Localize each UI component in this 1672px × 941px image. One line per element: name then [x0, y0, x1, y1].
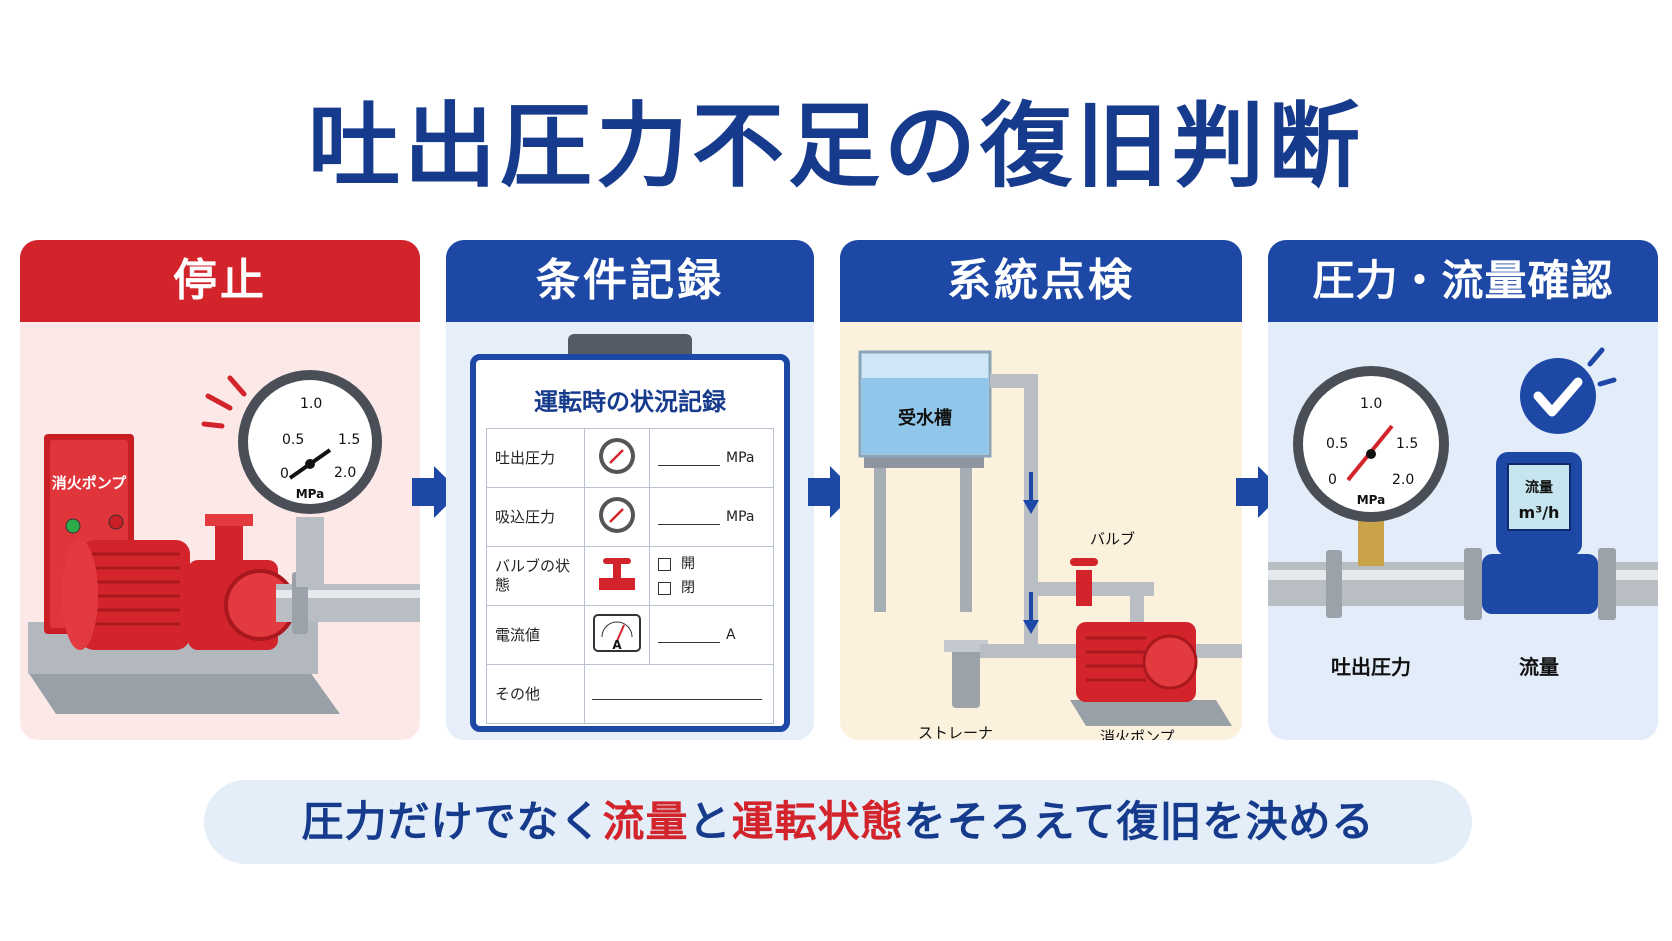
message-text: をそろえて復旧を決める: [903, 797, 1375, 846]
step-stop-panel: 停止 消火ポンプ: [20, 240, 420, 740]
step-inspect-panel: 系統点検 受水槽 バルブ: [840, 240, 1242, 740]
step-stop-heading: 停止: [20, 240, 420, 322]
summary-message: 圧力だけでなく流量と運転状態をそろえて復旧を決める: [204, 780, 1472, 864]
step-inspect-heading: 系統点検: [840, 240, 1242, 322]
record-row: バルブの状態 開 閉: [486, 546, 774, 606]
gauge-tick-label: 1.5: [338, 432, 360, 448]
arrow-right-icon: [808, 466, 856, 518]
gauge-tick-label: 1.5: [1396, 436, 1418, 452]
gauge-tick-label: 1.0: [300, 396, 322, 412]
record-label: バルブの状態: [486, 546, 585, 606]
gauge-tick-label: 0.5: [282, 432, 304, 448]
record-unit: MPa: [726, 450, 755, 466]
valve-option-label: 閉: [681, 580, 695, 596]
valve-label: バルブ: [1090, 530, 1135, 548]
page-title: 吐出圧力不足の復旧判断: [307, 93, 1364, 200]
meter-display-unit: m³/h: [1519, 503, 1560, 522]
step-record-panel: 条件記録 運転時の状況記録 吐出圧力 MPa 吸込圧力 MPa: [446, 240, 814, 740]
record-label: その他: [486, 664, 585, 724]
record-row: 吸込圧力 MPa: [486, 487, 774, 547]
meter-display-label: 流量: [1525, 479, 1553, 496]
gauge-tick-label: 1.0: [1360, 396, 1382, 412]
gauge-tick-label: 2.0: [334, 465, 356, 481]
valve-option-label: 開: [681, 556, 695, 572]
record-unit: MPa: [726, 509, 755, 525]
step-verify-panel: 圧力・流量確認 流量 m³/h: [1268, 240, 1658, 740]
message-highlight: 運転状態: [731, 797, 904, 846]
tank-label: 受水槽: [898, 407, 952, 429]
ammeter-letter: A: [612, 638, 622, 652]
record-table: 吐出圧力 MPa 吸込圧力 MPa バルブの状態: [486, 428, 774, 724]
arrow-right-icon: [412, 466, 460, 518]
step-stop-illustration: 消火ポンプ 0.5 1.0: [20, 322, 420, 740]
gauge-tick-label: 0.5: [1326, 436, 1348, 452]
pressure-gauge-icon: [584, 487, 650, 547]
record-row: その他: [486, 664, 774, 724]
valve-icon: [584, 546, 650, 606]
pump-stop-illustration: 消火ポンプ 0.5 1.0: [28, 370, 420, 714]
record-label: 吸込圧力: [486, 487, 585, 547]
step-inspect-illustration: 受水槽 バルブ ストレーナ: [840, 322, 1242, 740]
pressure-caption: 吐出圧力: [1331, 655, 1411, 679]
record-row: 吐出圧力 MPa: [486, 428, 774, 488]
record-clipboard: 運転時の状況記録 吐出圧力 MPa 吸込圧力 MPa バ: [470, 354, 790, 732]
flow-arrow-icon: [1023, 472, 1039, 634]
pressure-flow-illustration: 流量 m³/h 0.5 1.0 1.5 2.0 0 MPa 吐出圧力 流量: [1268, 347, 1658, 679]
pump-panel-label: 消火ポンプ: [52, 474, 128, 492]
step-record-body: 運転時の状況記録 吐出圧力 MPa 吸込圧力 MPa バ: [446, 322, 814, 740]
record-unit: A: [726, 627, 736, 643]
ammeter-icon: A: [584, 605, 650, 665]
message-text: 圧力だけでなく: [301, 797, 603, 846]
gauge-unit-label: MPa: [1357, 493, 1386, 507]
piping-system-illustration: 受水槽 バルブ ストレーナ: [858, 350, 1242, 740]
gauge-tick-label: 0: [1328, 472, 1337, 488]
flow-caption: 流量: [1519, 655, 1559, 679]
record-title: 運転時の状況記録: [534, 388, 726, 416]
message-highlight: 流量: [602, 797, 689, 846]
gauge-tick-label: 2.0: [1392, 472, 1414, 488]
record-label: 電流値: [486, 605, 585, 665]
message-text: と: [688, 797, 732, 846]
pump-label: 消火ポンプ: [1100, 728, 1175, 740]
strainer-label: ストレーナ: [918, 724, 993, 740]
record-row: 電流値 A A: [486, 605, 774, 665]
arrow-right-icon: [1236, 466, 1284, 518]
gauge-unit-label: MPa: [296, 487, 325, 501]
step-verify-heading: 圧力・流量確認: [1268, 240, 1658, 322]
step-verify-illustration: 流量 m³/h 0.5 1.0 1.5 2.0 0 MPa 吐出圧力 流量: [1268, 322, 1658, 740]
alert-icon: [201, 375, 247, 429]
record-label: 吐出圧力: [486, 428, 585, 488]
check-icon: [1520, 358, 1596, 434]
pressure-gauge-icon: [584, 428, 650, 488]
gauge-tick-label: 0: [280, 466, 289, 482]
step-record-heading: 条件記録: [446, 240, 814, 322]
